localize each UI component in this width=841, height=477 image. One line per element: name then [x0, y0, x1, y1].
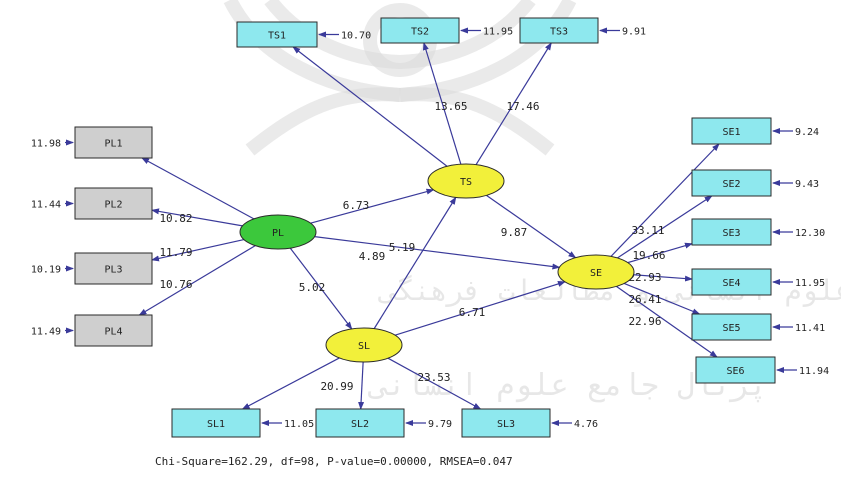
indicator-box-pl2	[74, 187, 153, 220]
indicator-label-se5: SE5	[722, 323, 740, 334]
error-value-se2: 9.43	[795, 179, 819, 190]
indicator-label-sl2: SL2	[351, 419, 369, 430]
loading-value-se6: 22.96	[628, 315, 661, 328]
loading-value-sl2: 20.99	[320, 380, 353, 393]
path-coefficient-sl-ts: 4.89	[359, 250, 386, 263]
indicator-box-sl3	[461, 408, 551, 438]
error-value-sl1: 11.05	[284, 419, 314, 430]
error-value-ts3: 9.91	[622, 27, 646, 38]
latent-pl	[239, 214, 317, 250]
loading-value-se3: 19.66	[632, 249, 665, 262]
error-value-se1: 9.24	[795, 127, 819, 138]
indicator-label-se2: SE2	[722, 179, 740, 190]
loading-arrow-sl2	[358, 361, 365, 410]
indicator-box-pl1	[74, 126, 153, 159]
indicator-box-sl1	[171, 408, 261, 438]
indicator-label-pl2: PL2	[104, 200, 122, 211]
error-value-pl4: 11.49	[31, 327, 61, 338]
path-coefficient-pl-sl: 5.02	[299, 281, 326, 294]
loading-arrow-se2	[617, 195, 713, 259]
error-value-ts1: 10.70	[341, 31, 371, 42]
indicator-label-sl3: SL3	[497, 419, 515, 430]
latent-label-sl: SL	[358, 341, 370, 352]
error-value-pl3: 10.19	[31, 265, 61, 276]
path-arrow-pl-ts	[310, 188, 435, 224]
path-coefficient-pl-ts: 6.73	[343, 199, 370, 212]
indicator-box-se6	[695, 356, 776, 384]
indicator-box-ts1	[236, 21, 318, 48]
indicator-label-pl1: PL1	[104, 139, 122, 150]
error-value-sl3: 4.76	[574, 419, 598, 430]
indicator-box-pl4	[74, 314, 153, 347]
indicator-label-ts3: TS3	[550, 27, 568, 38]
error-value-pl2: 11.44	[31, 200, 61, 211]
error-value-se4: 11.95	[795, 278, 825, 289]
loading-arrow-ts1	[292, 46, 448, 167]
indicator-box-pl3	[74, 252, 153, 285]
path-coefficient-sl-se: 6.71	[459, 306, 486, 319]
path-arrow-pl-sl	[289, 247, 353, 330]
path-arrow-sl-ts	[373, 196, 457, 329]
indicator-box-sl2	[315, 408, 405, 438]
loading-value-sl3: 23.53	[417, 371, 450, 384]
path-coefficient-pl-se: 5.19	[389, 241, 416, 254]
latent-sl	[325, 327, 403, 363]
loading-arrow-pl1	[141, 157, 255, 220]
latent-label-pl: PL	[272, 228, 284, 239]
fit-statistics: Chi-Square=162.29, df=98, P-value=0.0000…	[155, 455, 513, 468]
error-value-sl2: 9.79	[428, 419, 452, 430]
indicator-box-se4	[691, 268, 772, 296]
indicator-label-pl3: PL3	[104, 265, 122, 276]
error-value-se3: 12.30	[795, 228, 825, 239]
indicator-box-se2	[691, 169, 772, 197]
loading-arrow-se4	[633, 274, 693, 282]
loading-value-se4: 22.93	[628, 271, 661, 284]
loading-arrow-se6	[616, 285, 718, 358]
latent-label-ts: TS	[460, 177, 472, 188]
indicator-box-se5	[691, 313, 772, 341]
error-value-ts2: 11.95	[483, 27, 513, 38]
loading-arrow-se1	[610, 143, 720, 257]
path-coefficient-ts-se: 9.87	[501, 226, 528, 239]
path-arrow-sl-se	[394, 281, 566, 336]
loading-arrow-pl4	[138, 245, 256, 316]
indicator-box-ts2	[380, 17, 460, 44]
loading-arrow-pl3	[151, 238, 245, 262]
path-arrow-ts-se	[486, 194, 577, 259]
loading-arrow-sl1	[241, 357, 340, 410]
latent-label-se: SE	[590, 268, 602, 279]
indicator-label-se4: SE4	[722, 278, 740, 289]
loading-arrow-pl2	[151, 208, 243, 227]
latent-ts	[427, 163, 505, 199]
error-value-se5: 11.41	[795, 323, 825, 334]
indicator-box-se1	[691, 117, 772, 145]
path-arrow-pl-se	[314, 236, 561, 270]
indicator-label-sl1: SL1	[207, 419, 225, 430]
indicator-box-se3	[691, 218, 772, 246]
error-value-se6: 11.94	[799, 366, 829, 377]
loading-arrow-sl3	[387, 357, 482, 410]
loading-value-pl2: 10.82	[159, 212, 192, 225]
loading-arrow-ts2	[422, 42, 462, 165]
loading-arrow-ts3	[475, 42, 552, 165]
latent-se	[557, 254, 635, 290]
indicator-label-se1: SE1	[722, 127, 740, 138]
loading-value-se2: 33.11	[631, 224, 664, 237]
loading-arrow-se5	[623, 282, 701, 315]
loading-value-se5: 26.41	[628, 293, 661, 306]
loading-value-ts1: 13.65	[434, 100, 467, 113]
loading-value-pl4: 10.76	[159, 278, 192, 291]
loading-arrow-se3	[627, 242, 693, 264]
indicator-label-se6: SE6	[726, 366, 744, 377]
error-value-pl1: 11.98	[31, 139, 61, 150]
loading-value-ts3: 17.46	[506, 100, 539, 113]
indicator-label-ts1: TS1	[268, 31, 286, 42]
indicator-label-pl4: PL4	[104, 327, 122, 338]
indicator-label-ts2: TS2	[411, 27, 429, 38]
indicator-label-se3: SE3	[722, 228, 740, 239]
indicator-box-ts3	[519, 17, 599, 44]
loading-value-pl3: 11.79	[159, 246, 192, 259]
